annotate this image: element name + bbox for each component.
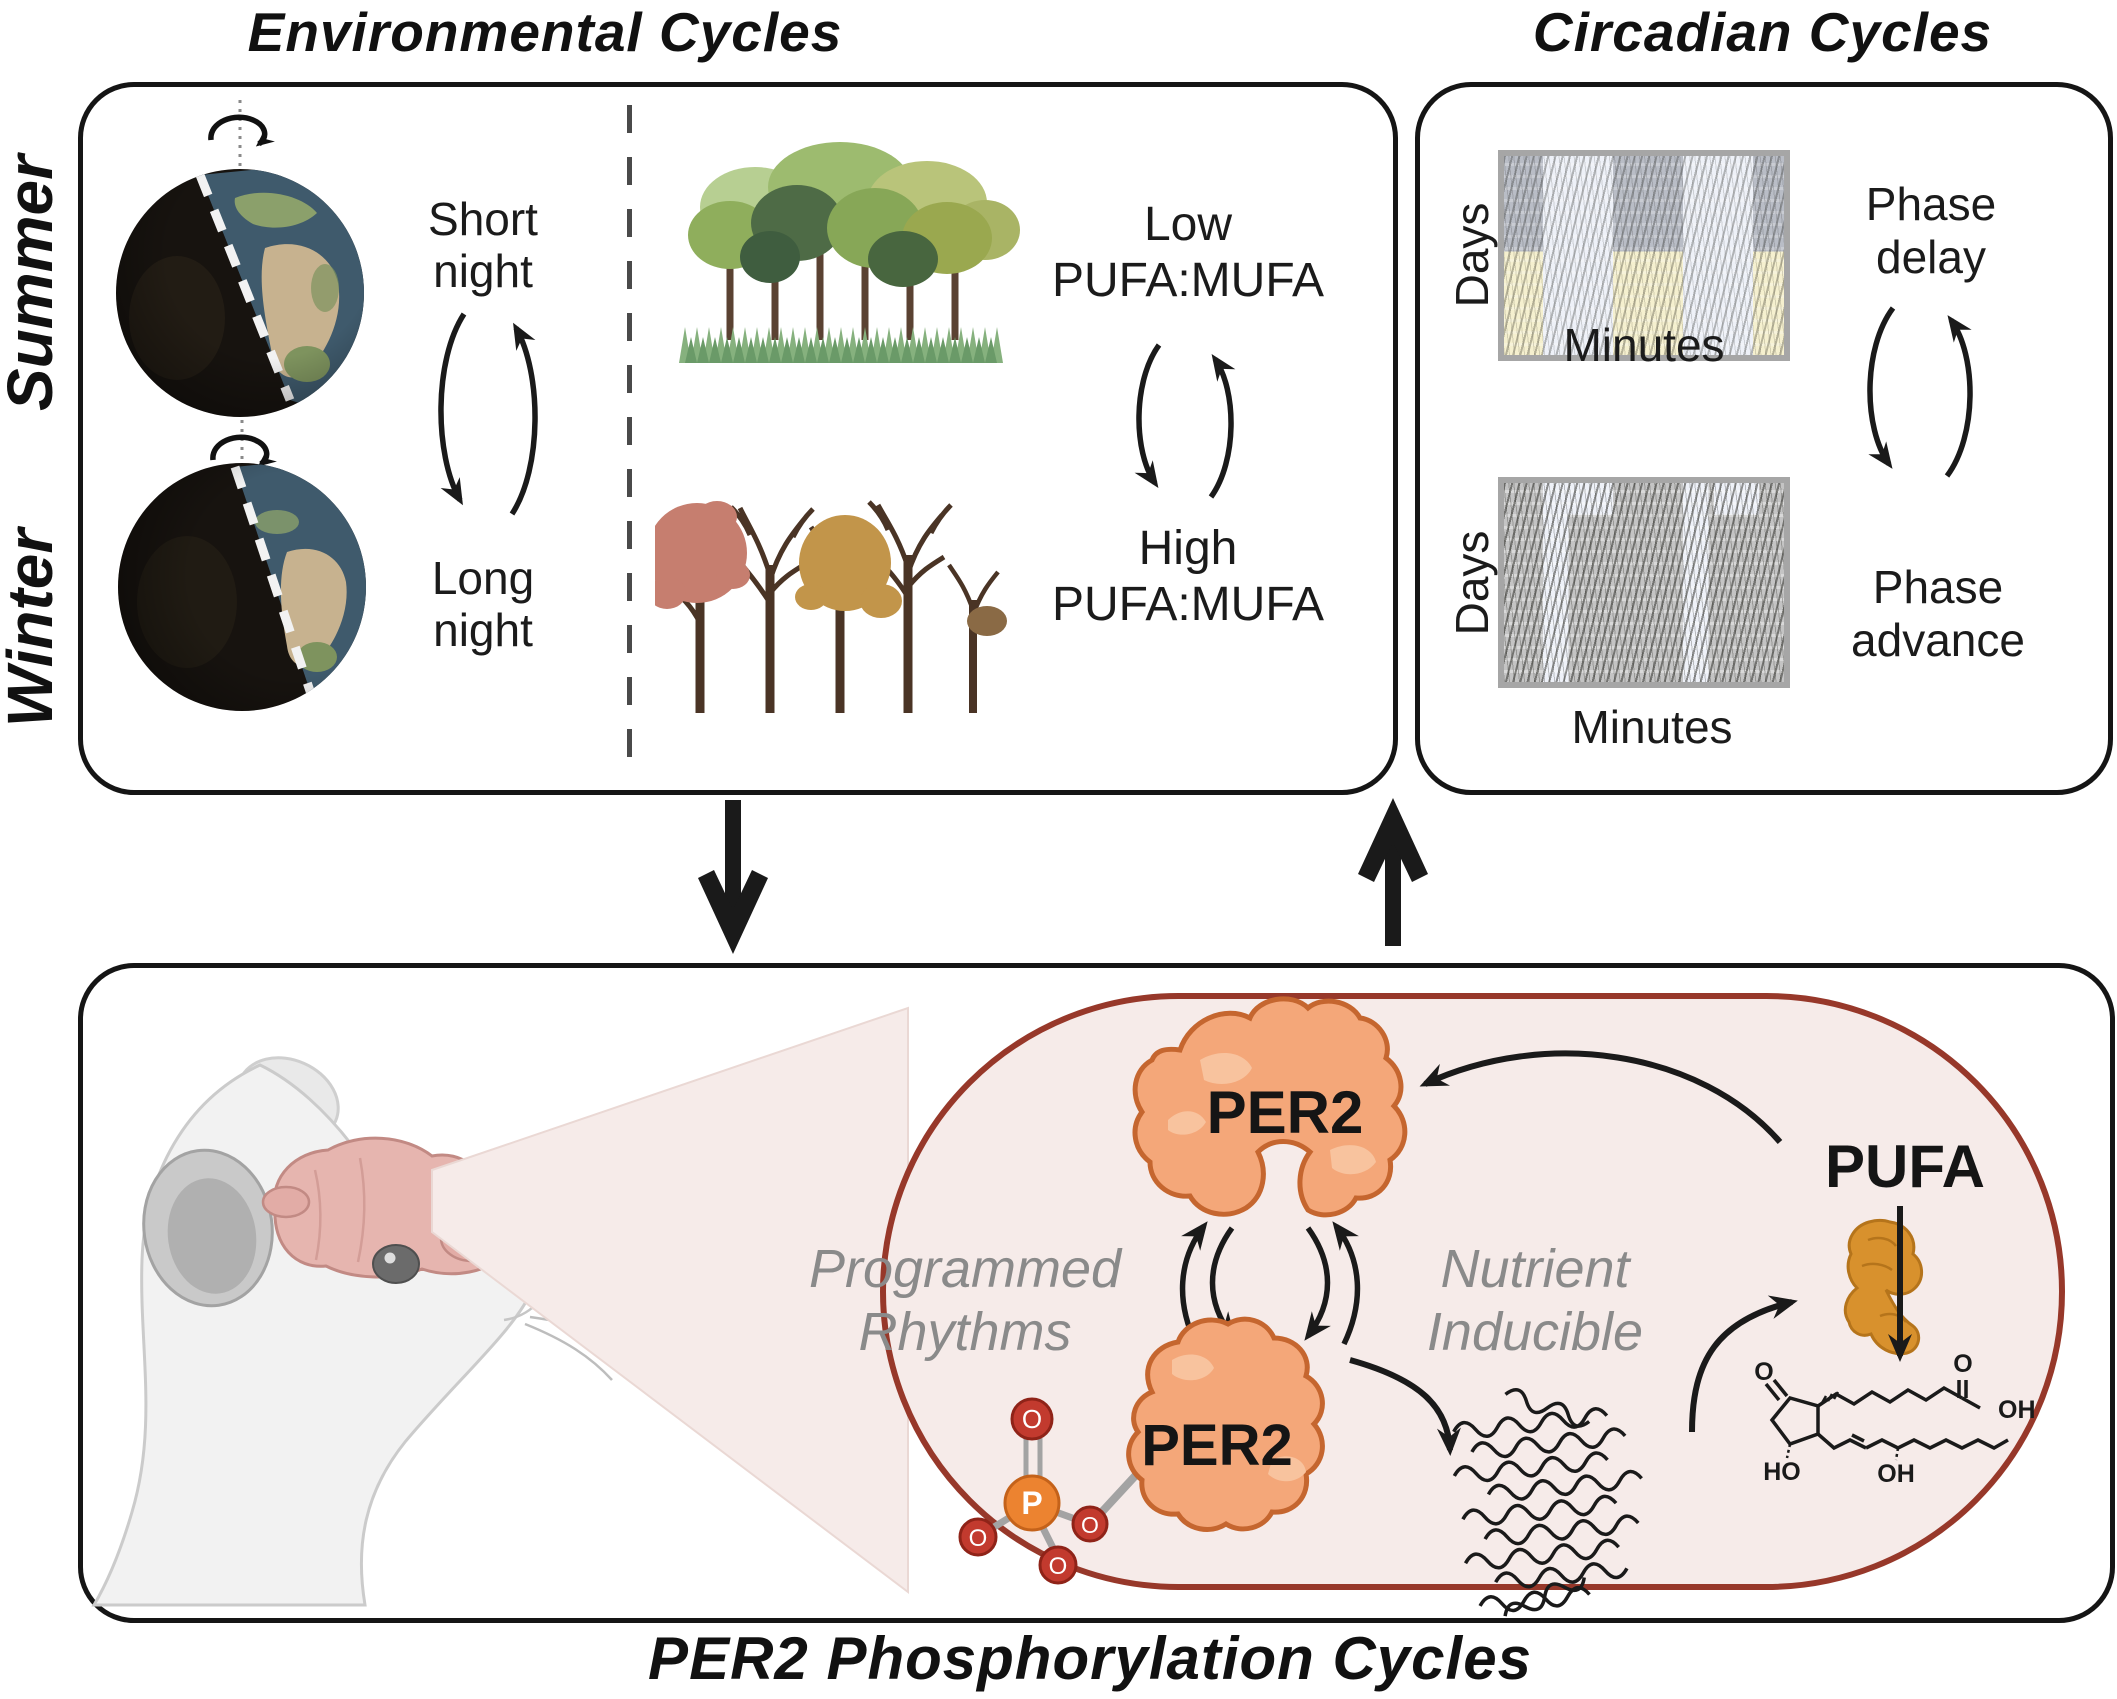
low-pufa-mufa-label: Low PUFA:MUFA [1051,198,1325,308]
earth-winter-icon [118,463,366,711]
phase-delay-label: Phase delay [1865,178,1997,284]
mouse-ear-inner [167,1178,257,1294]
actogram-phase-delay-plot [1498,150,1790,361]
winter-label: Winter [0,528,66,728]
long-night-label: Long night [431,552,535,657]
summer-forest-illustration [679,142,1020,363]
per2-bottom-label: PER2 [1141,1413,1293,1478]
actogram1-y-axis-label: Days [1446,202,1498,308]
actogram-light-bands [1504,156,1784,355]
phase-cycle-arrows-icon [1867,306,1973,478]
short-night-label: Short night [428,193,538,298]
mouse-eye [372,1244,420,1284]
panel-divider [627,105,632,760]
actogram-phase-advance-plot [1498,477,1790,688]
circadian-cycles-title: Circadian Cycles [1532,1,1993,63]
actogram-activity-marks [1504,483,1784,682]
up-arrow-icon [1358,798,1428,946]
high-pufa-mufa-label: High PUFA:MUFA [1051,522,1325,632]
phosphorylation-cycles-title: PER2 Phosphorylation Cycles [648,1625,1532,1692]
down-arrow-icon [698,800,768,954]
actogram2-y-axis-label: Days [1446,530,1498,636]
earth-rotation-arrow-icon [208,100,275,166]
earth-summer-icon [116,169,364,417]
mouse-illustration [91,1056,653,1607]
actogram-activity-marks [1504,156,1784,355]
environmental-cycles-title: Environmental Cycles [247,1,843,63]
magnification-beam [431,1006,909,1595]
actogram2-x-axis-label: Minutes [1571,701,1733,753]
winter-forest-illustration [655,500,1007,713]
grass [679,327,1003,363]
per2-top-label: PER2 [1206,1079,1364,1146]
phase-advance-label: Phase advance [1851,561,2025,667]
season-cycle-arrows-icon [438,312,538,516]
pufa-label: PUFA [1824,1133,1986,1200]
programmed-rhythms-label: Programmed Rhythms [808,1239,1122,1362]
actogram1-x-axis-label: Minutes [1563,319,1725,371]
actogram-light-bands [1504,483,1784,682]
ratio-cycle-arrows-icon [1134,343,1236,499]
nutrient-inducible-label: Nutrient Inducible [1426,1239,1644,1362]
